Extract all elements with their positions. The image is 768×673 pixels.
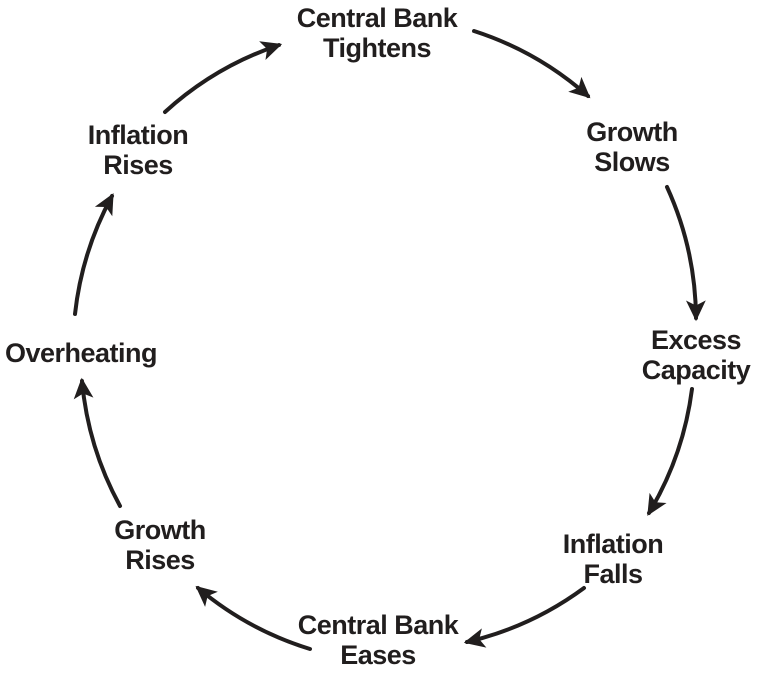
arrow-central-bank-tightens-to-growth-slows xyxy=(472,29,591,99)
arrow-excess-capacity-to-inflation-falls xyxy=(647,387,694,516)
node-label-central-bank-eases: Central Bank Eases xyxy=(297,610,459,670)
arrow-inflation-rises-to-central-bank-tightens xyxy=(163,41,283,114)
node-label-central-bank-tightens: Central Bank Tightens xyxy=(296,3,458,63)
arrow-overheating-to-inflation-rises xyxy=(73,193,114,316)
arrow-growth-rises-to-overheating xyxy=(73,377,122,508)
arrow-inflation-falls-to-central-bank-eases xyxy=(463,586,586,648)
node-label-overheating: Overheating xyxy=(4,338,158,368)
arrow-central-bank-eases-to-growth-rises xyxy=(195,585,312,651)
node-label-growth-rises: Growth Rises xyxy=(114,515,206,575)
node-label-growth-slows: Growth Slows xyxy=(586,117,678,177)
node-label-inflation-rises: Inflation Rises xyxy=(87,120,189,180)
node-label-excess-capacity: Excess Capacity xyxy=(641,325,751,385)
arrow-growth-slows-to-excess-capacity xyxy=(665,185,706,322)
node-label-inflation-falls: Inflation Falls xyxy=(562,529,664,589)
